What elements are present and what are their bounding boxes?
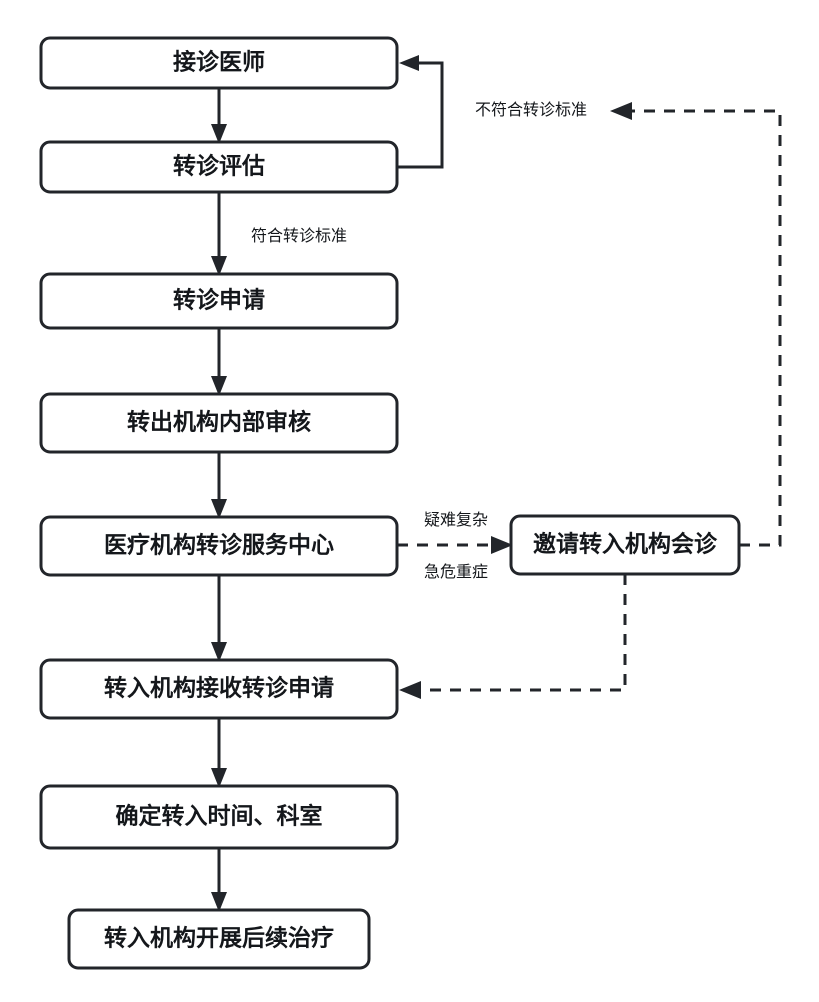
edge-jiezhen-to-pinggu [211,88,227,144]
edge-label-critical-severe: 急危重症 [424,563,488,581]
edge-shenqing-to-shenhe [211,328,227,396]
node-box [67,908,371,970]
node-box [39,658,399,720]
arrow-head-icon [491,536,513,554]
node-label: 转诊评估 [173,152,265,178]
arrow-head-icon [211,768,227,788]
edge-zhongxin-to-huizhen: 疑难复杂 急危重症 [397,511,513,581]
node-label: 医疗机构转诊服务中心 [104,531,334,557]
edge-huizhen-to-jieshou [399,574,627,699]
arrow-head-icon [399,55,419,71]
arrow-head-icon [211,892,227,912]
arrow-head-icon [399,681,421,699]
edge-pinggu-to-shenqing: 符合转诊标准 [211,192,347,276]
node-box [39,36,399,90]
edge-zhongxin-to-jieshou [211,575,227,662]
node-yiliao-jigou-zhuanzhen-fuwu-zhongxin[interactable]: 医疗机构转诊服务中心 [39,515,399,577]
node-queding-zhuanru-shijian-keshi[interactable]: 确定转入时间、科室 [39,784,399,850]
arrow-head-icon [610,102,632,120]
edge-queding-to-houxu [211,848,227,912]
node-box [39,140,399,194]
node-label: 转入机构接收转诊申请 [104,674,334,700]
node-zhuanru-jigou-kaizhan-houxu-zhiliao[interactable]: 转入机构开展后续治疗 [67,908,371,970]
edge-label-difficult-complex: 疑难复杂 [424,511,488,529]
edge-shenhe-to-zhongxin [211,452,227,519]
node-label: 邀请转入机构会诊 [533,530,718,556]
node-label: 转诊申请 [173,286,265,312]
edge-jieshou-to-queding [211,718,227,788]
edge-huizhen-to-jiezhen-feedback: 不符合转诊标准 [475,101,782,547]
arrow-head-icon [211,642,227,662]
node-box [509,514,741,576]
node-jiezhen-yishi[interactable]: 接诊医师 [39,36,399,90]
node-box [39,515,399,577]
node-label: 接诊医师 [173,48,265,74]
arrow-head-icon [211,499,227,519]
node-zhuanru-jigou-jieshou-zhuanzhen-shenqing[interactable]: 转入机构接收转诊申请 [39,658,399,720]
node-box [39,272,399,330]
arrow-head-icon [211,256,227,276]
node-label: 转出机构内部审核 [127,408,311,434]
node-label: 确定转入时间、科室 [116,802,323,828]
node-box [39,392,399,454]
node-zhuanchu-jigou-neibu-shenhe[interactable]: 转出机构内部审核 [39,392,399,454]
node-zhuanzhen-pinggu[interactable]: 转诊评估 [39,140,399,194]
node-zhuanzhen-shenqing[interactable]: 转诊申请 [39,272,399,330]
edge-label-not-meets-criteria: 不符合转诊标准 [475,101,587,119]
arrow-head-icon [211,376,227,396]
node-label: 转入机构开展后续治疗 [104,924,334,950]
edge-pinggu-loop-to-jiezhen [397,55,444,169]
arrow-head-icon [211,124,227,144]
edge-label-meets-criteria: 符合转诊标准 [251,227,347,245]
node-box [39,784,399,850]
node-yaoqing-zhuanru-jigou-huizhen[interactable]: 邀请转入机构会诊 [509,514,741,576]
